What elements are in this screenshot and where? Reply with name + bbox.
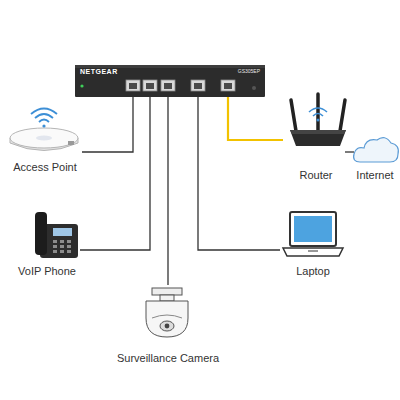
network-cable bbox=[345, 151, 354, 152]
network-cable bbox=[82, 97, 133, 152]
brand-name: NETGEAR bbox=[80, 68, 118, 75]
device-label: Surveillance Camera bbox=[117, 352, 219, 365]
access-point: Access Point bbox=[8, 112, 82, 174]
device-label: Router bbox=[299, 169, 332, 182]
internet-cloud-node: Internet bbox=[350, 138, 400, 182]
access-point-illustration bbox=[10, 109, 78, 151]
uplink-cable bbox=[228, 97, 283, 140]
laptop-illustration bbox=[283, 212, 343, 256]
network-cable bbox=[198, 97, 280, 250]
switch-illustration bbox=[75, 65, 265, 97]
network-switch: NETGEAR GS305EP bbox=[75, 65, 265, 97]
model-number: GS305EP bbox=[238, 69, 260, 74]
voip-phone-illustration bbox=[35, 212, 78, 258]
device-label: Internet bbox=[356, 169, 393, 182]
device-label: VoIP Phone bbox=[18, 265, 76, 278]
laptop: Laptop bbox=[280, 208, 346, 278]
router: Router bbox=[283, 88, 349, 182]
device-label: Laptop bbox=[296, 265, 330, 278]
surveillance-camera: Surveillance Camera bbox=[108, 285, 228, 365]
network-cable bbox=[80, 97, 150, 250]
voip-phone: VoIP Phone bbox=[14, 208, 80, 278]
router-illustration bbox=[290, 94, 346, 146]
camera-illustration bbox=[146, 288, 188, 337]
internet-cloud bbox=[354, 138, 399, 162]
device-label: Access Point bbox=[13, 161, 77, 174]
network-cable bbox=[167, 97, 168, 285]
